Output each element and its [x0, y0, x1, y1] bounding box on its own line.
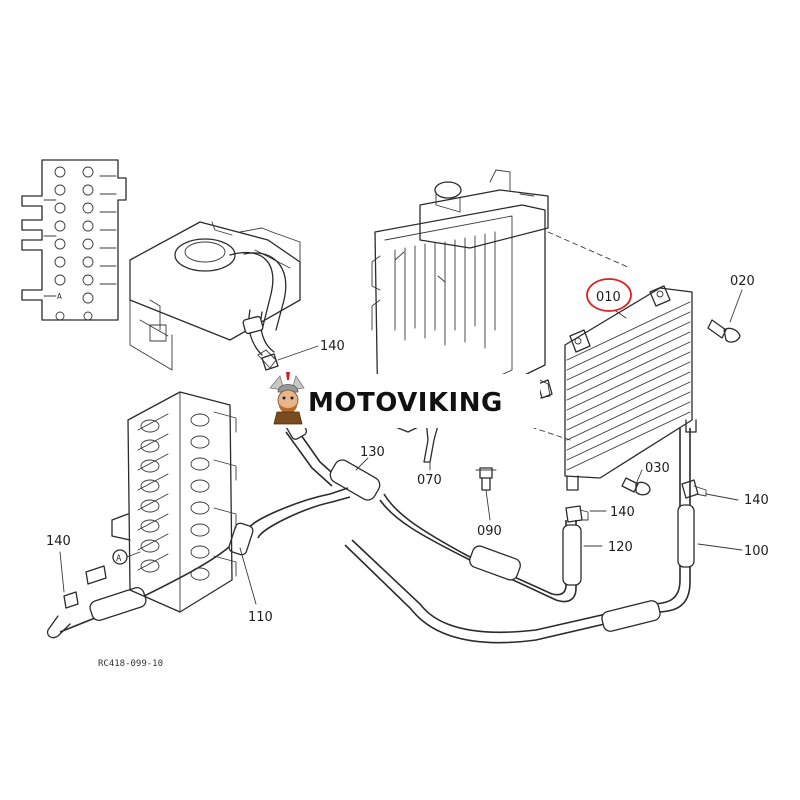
- callout-130: 130: [360, 445, 385, 460]
- svg-text:A: A: [57, 292, 62, 301]
- clamp-140-right: [681, 479, 707, 499]
- hydraulic-tank-assembly: [129, 221, 301, 371]
- callout-110: 110: [248, 610, 273, 625]
- callout-030: 030: [645, 461, 670, 476]
- hose-100: [344, 428, 695, 644]
- hose-120: [379, 493, 582, 603]
- callout-100: 100: [744, 544, 769, 559]
- callout-140-right: 140: [744, 493, 769, 508]
- hose-110: [59, 487, 351, 633]
- control-valve-schematic: A: [21, 159, 127, 321]
- callout-120: 120: [608, 540, 633, 555]
- callout-090: 090: [477, 524, 502, 539]
- motoviking-watermark: MOTOVIKING: [262, 372, 540, 428]
- callout-010: 010: [596, 290, 621, 305]
- drawing-reference: RC418-099-10: [98, 659, 163, 669]
- control-valve-assembly: [46, 391, 237, 639]
- clamp-140-middle: [565, 505, 589, 523]
- clamp-140-upper: [261, 353, 279, 371]
- connector-a-marker: A: [116, 554, 122, 564]
- bracket-070: [537, 379, 553, 399]
- bolt-020: [707, 319, 741, 343]
- callout-140-upper: 140: [320, 339, 345, 354]
- highlight-circle-010: [586, 278, 632, 312]
- watermark-brand-text: MOTOVIKING: [308, 388, 503, 418]
- callout-140-middle: 140: [610, 505, 635, 520]
- viking-mascot-icon: [269, 372, 305, 425]
- callout-020: 020: [730, 274, 755, 289]
- bolt-030: [621, 477, 651, 496]
- bolt-090: [475, 467, 497, 491]
- leader-lines: [59, 289, 743, 605]
- callout-070: 070: [417, 473, 442, 488]
- callout-140-left: 140: [46, 534, 71, 549]
- oil-cooler-010: [564, 285, 697, 491]
